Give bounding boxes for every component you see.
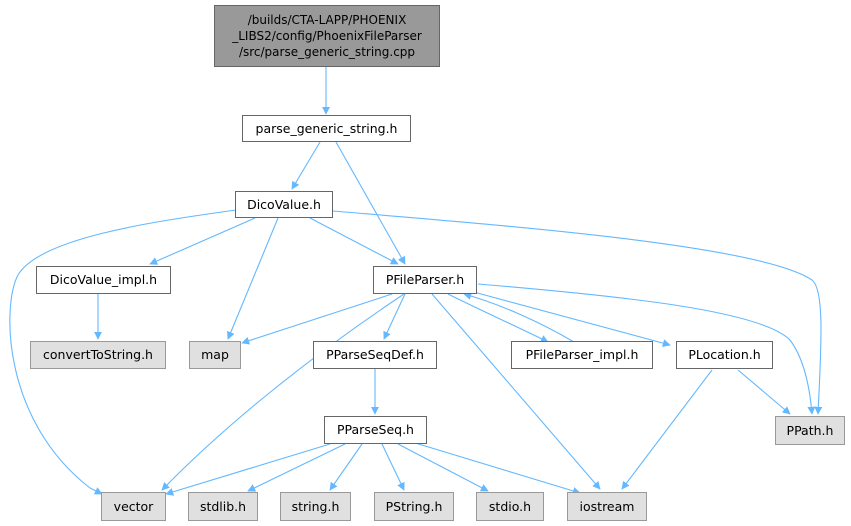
edge-pparseseq-to-iostream <box>411 441 581 495</box>
node-label: iostream <box>579 498 635 514</box>
edge-pparseseq-to-vector <box>165 443 331 496</box>
node-stdio-h[interactable]: stdio.h <box>476 492 544 521</box>
node-dicovalue-h[interactable]: DicoValue.h <box>235 191 333 218</box>
node-pparseseqdef-h[interactable]: PParseSeqDef.h <box>313 341 437 369</box>
node-iostream[interactable]: iostream <box>567 492 647 521</box>
edge-plocation-to-ppath <box>737 369 791 415</box>
node-label: stdlib.h <box>199 498 247 514</box>
node-label: DicoValue_impl.h <box>49 272 158 287</box>
node-label: string.h <box>291 498 340 514</box>
root-file-path-line-1: /builds/CTA-LAPP/PHOENIX <box>247 13 407 27</box>
node-label: stdio.h <box>488 498 532 514</box>
edge-parse-generic-string-to-dicovalue <box>291 141 321 190</box>
node-string-h[interactable]: string.h <box>280 492 351 521</box>
edge-parse-generic-string-to-pfileparser <box>335 141 406 265</box>
node-vector[interactable]: vector <box>101 492 166 521</box>
edge-pfileparser-to-pfileparser-impl <box>447 293 549 343</box>
node-label: PPath.h <box>786 422 834 438</box>
node-pstring-h[interactable]: PString.h <box>374 492 454 521</box>
node-dicovalue-impl-h[interactable]: DicoValue_impl.h <box>36 266 171 294</box>
node-label: DicoValue.h <box>247 196 321 212</box>
node-label: parse_generic_string.h <box>255 120 398 136</box>
edge-plocation-to-iostream <box>621 369 713 490</box>
node-pfileparser-h[interactable]: PFileParser.h <box>373 266 477 294</box>
node-label: PParseSeqDef.h <box>326 347 424 362</box>
edge-pfileparser-to-plocation <box>469 290 671 347</box>
node-label: PString.h <box>385 498 443 514</box>
edge-pfileparser-to-pparseseqdef <box>383 293 406 340</box>
node-label: PLocation.h <box>688 347 761 362</box>
node-label: PFileParser.h <box>385 272 465 287</box>
node-label: vector <box>113 498 154 514</box>
edge-pparseseq-to-stdlib <box>247 443 346 492</box>
node-plocation-h[interactable]: PLocation.h <box>676 341 773 369</box>
node-pparseseq-h[interactable]: PParseSeq.h <box>324 416 427 444</box>
edge-pparseseq-to-stdio <box>397 443 489 492</box>
node-label: convertToString.h <box>43 347 153 362</box>
edge-pfileparser-to-vector <box>161 293 405 491</box>
edge-pfileparser-to-map <box>241 293 393 345</box>
edge-pparseseq-to-pstring <box>381 443 405 491</box>
edge-dicovalue-to-map <box>227 217 279 340</box>
node-ppath-h[interactable]: PPath.h <box>775 416 845 445</box>
node-label: PFileParser_impl.h <box>525 347 639 362</box>
root-file-node: /builds/CTA-LAPP/PHOENIX _LIBS2/config/P… <box>214 5 440 67</box>
edge-pfileparser-to-ppath <box>477 283 816 415</box>
edge-pfileparser-to-iostream <box>431 293 601 490</box>
edge-pfileparser-impl-to-pfileparser <box>463 292 575 343</box>
node-pfileparser-impl-h[interactable]: PFileParser_impl.h <box>511 341 653 369</box>
root-file-path-line-2: _LIBS2/config/PhoenixFileParser <box>232 29 422 43</box>
node-parse-generic-string-h[interactable]: parse_generic_string.h <box>242 115 411 142</box>
edge-dicovalue-to-ppath <box>332 210 823 415</box>
edge-dicovalue-to-pfileparser <box>309 217 399 265</box>
node-converttostring-h[interactable]: convertToString.h <box>30 341 166 369</box>
node-stdlib-h[interactable]: stdlib.h <box>188 492 258 521</box>
node-label: map <box>201 347 229 362</box>
edge-dicovalue-to-vector <box>9 209 237 495</box>
edge-pparseseq-to-string <box>329 443 363 491</box>
node-map[interactable]: map <box>189 341 241 369</box>
root-file-path-line-3: /src/parse_generic_string.cpp <box>238 45 416 59</box>
edge-dicovalue-to-dicovalue-impl <box>149 217 256 265</box>
node-label: PParseSeq.h <box>337 422 414 437</box>
